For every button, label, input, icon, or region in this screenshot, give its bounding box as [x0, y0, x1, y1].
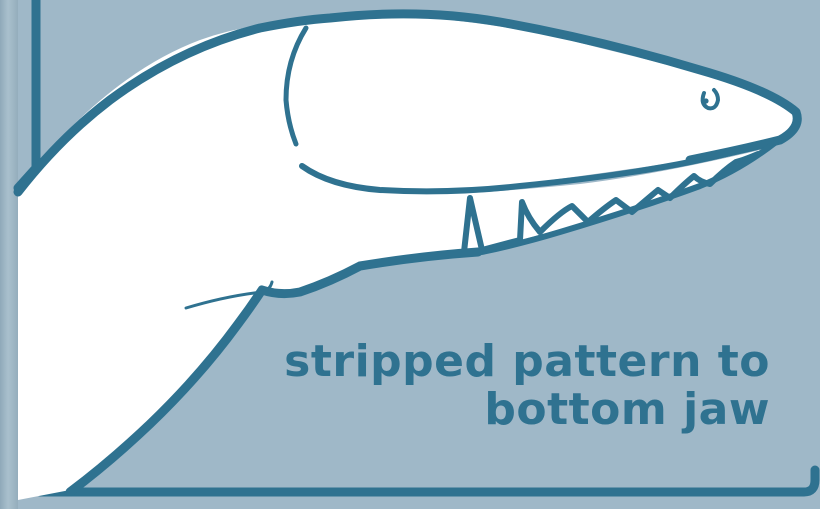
eye-pupil — [703, 98, 708, 103]
annotation-line-1: stripped pattern to — [250, 338, 770, 386]
annotation-label: stripped pattern to bottom jaw — [250, 338, 770, 433]
annotation-line-2: bottom jaw — [250, 386, 770, 434]
